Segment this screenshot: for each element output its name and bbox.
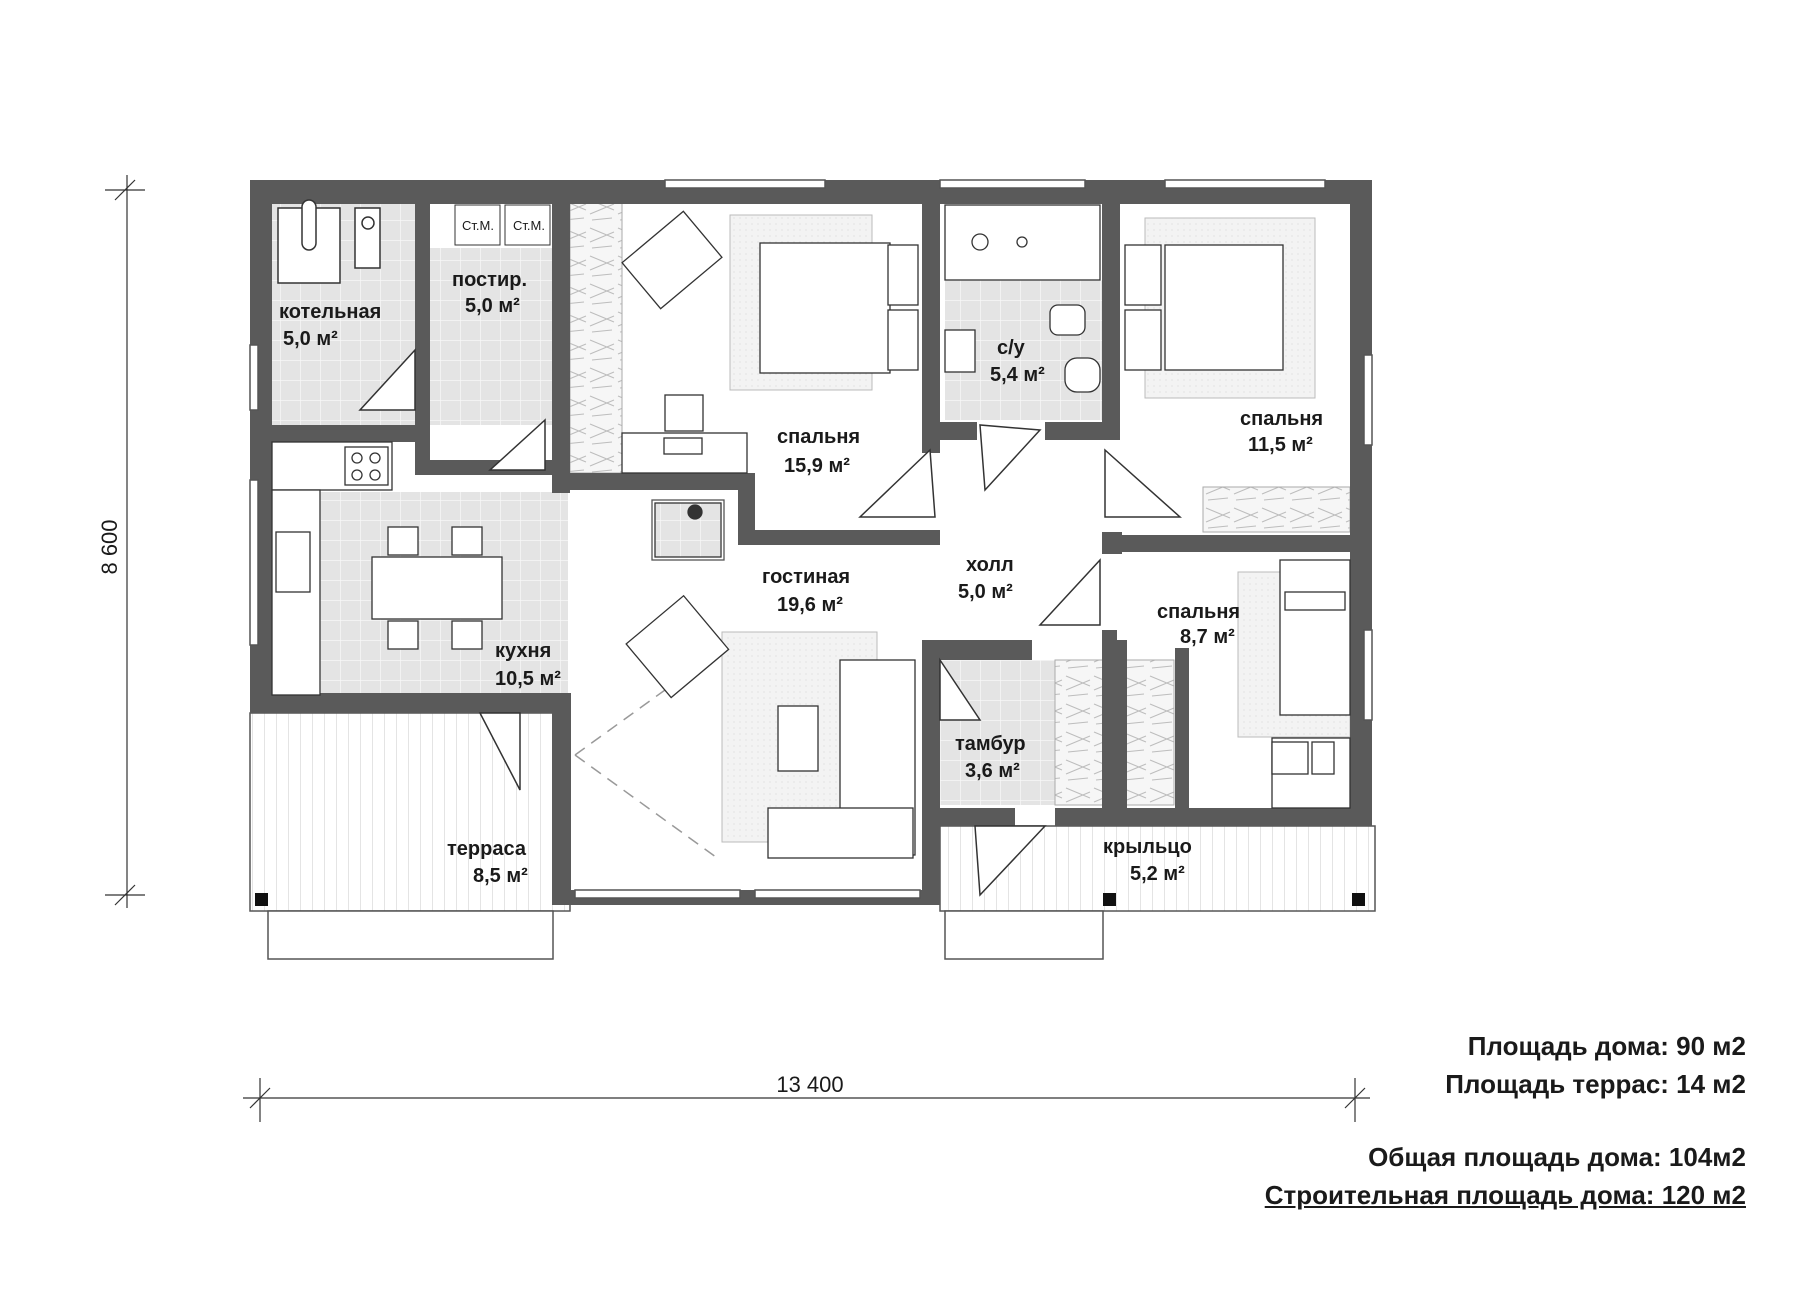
laundry-name: постир. [452,269,527,291]
boiler-equipment [277,199,381,284]
boiler-room-area: 5,0 м² [283,328,338,350]
porch-area: 5,2 м² [1130,863,1185,885]
vestibule-name: тамбур [955,733,1026,755]
bedroom2-name: спальня [1240,408,1323,430]
bathroom-fixtures [944,204,1101,393]
summary-total-area: Общая площадь дома: 104м2 [1368,1142,1746,1172]
terrace-area: 8,5 м² [473,865,528,887]
living-furniture [625,499,916,859]
wardrobe-bedroom2 [1202,486,1351,533]
washer-label-1: Ст.М. [462,218,494,233]
bedroom2-area: 11,5 м² [1248,434,1313,456]
boiler-room-name: котельная [279,301,381,323]
dimension-width-label: 13 400 [776,1072,843,1097]
bedroom1-area: 15,9 м² [784,455,850,477]
laundry-floor [430,248,552,425]
hall-name: холл [966,554,1014,576]
bedroom3-furniture [1271,559,1351,809]
washer-label-2: Ст.М. [513,218,545,233]
kitchen-area: 10,5 м² [495,668,561,690]
bathroom-name: с/у [997,337,1026,359]
windows [249,179,1373,899]
summary-house-area: Площадь дома: 90 м2 [1467,1031,1746,1061]
bedroom1-name: спальня [777,426,860,448]
laundry-area: 5,0 м² [465,295,520,317]
hall-area: 5,0 м² [958,581,1013,603]
dimension-height-label: 8 600 [97,519,122,574]
posts [255,893,1365,906]
bedroom1-furniture [621,210,919,474]
dimension-width [243,1078,1370,1122]
living-name: гостиная [762,566,850,588]
bedroom3-name: спальня [1157,601,1240,623]
kitchen-furniture [271,441,503,696]
wardrobe-bedroom3 [1121,659,1175,806]
summary-building-area: Строительная площадь дома: 120 м2 [1264,1180,1746,1210]
terrace-name: терраса [447,838,527,860]
kitchen-name: кухня [495,640,551,662]
doors [358,348,1182,897]
wardrobe-bedroom1 [569,202,623,474]
summary-terrace-area: Площадь террас: 14 м2 [1445,1069,1746,1099]
dimension-height [105,175,145,908]
living-sliding-door [574,689,721,861]
bedroom2-furniture [1124,244,1284,371]
living-area: 19,6 м² [777,594,843,616]
vestibule-floor [940,660,1055,805]
bedroom3-area: 8,7 м² [1180,626,1235,648]
terrace-deck [249,712,571,960]
washing-machines [454,204,551,246]
bathroom-area: 5,4 м² [990,364,1045,386]
porch-name: крыльцо [1103,836,1192,858]
vestibule-area: 3,6 м² [965,760,1020,782]
